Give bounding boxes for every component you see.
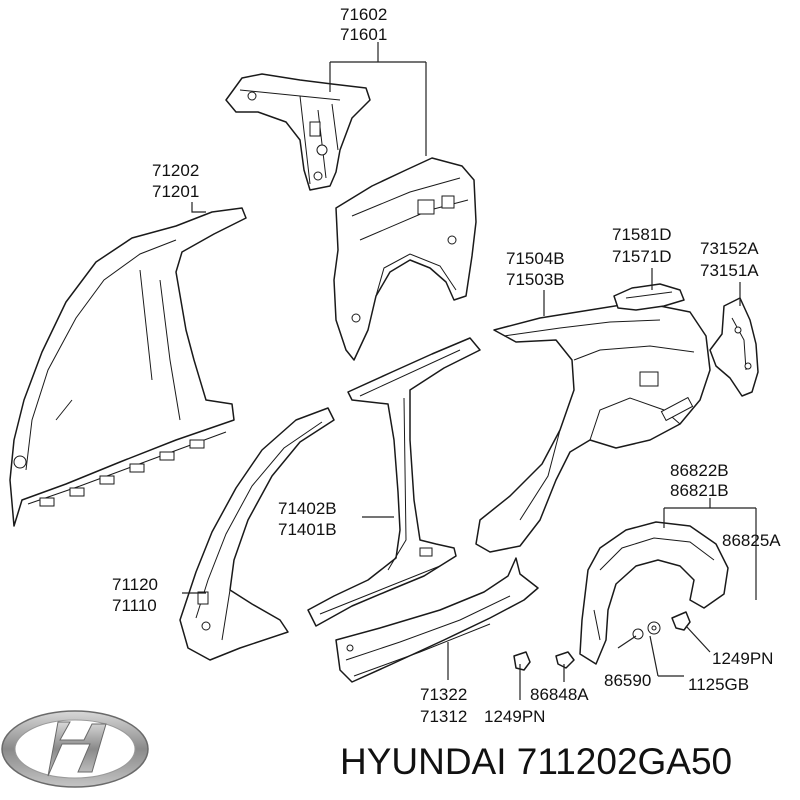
label-71601: 71601 <box>340 25 387 44</box>
label-71312: 71312 <box>420 707 467 726</box>
label-86590: 86590 <box>604 671 651 690</box>
label-71504b: 71504B <box>506 249 565 268</box>
center-pillar-part <box>307 337 481 627</box>
label-86821b: 86821B <box>670 481 729 500</box>
clip-fastener-1249pn-bottom <box>513 651 531 671</box>
label-71202: 71202 <box>152 161 199 180</box>
label-71401b: 71401B <box>278 520 337 539</box>
label-1249pn-right: 1249PN <box>712 649 773 668</box>
clip-fastener-1249pn-right <box>671 611 691 631</box>
label-73151a: 73151A <box>700 261 759 280</box>
label-71110: 71110 <box>112 596 157 615</box>
label-71503b: 71503B <box>506 270 565 289</box>
label-71602: 71602 <box>340 5 387 24</box>
label-71201: 71201 <box>152 182 199 201</box>
rear-pillar-inner-upper-part <box>225 73 371 191</box>
label-71402b: 71402B <box>278 499 337 518</box>
rear-wheelhouse-inner-part <box>333 157 477 361</box>
washer-1125gb <box>647 621 661 635</box>
front-pillar-inner-part <box>179 407 335 661</box>
hyundai-logo-icon <box>1 710 149 788</box>
rear-bracket-part <box>709 297 759 397</box>
label-73152a: 73152A <box>700 239 759 258</box>
quarter-reinforcement-part <box>613 283 685 311</box>
brand-caption: HYUNDAI 711202GA50 <box>340 741 732 782</box>
label-71581d: 71581D <box>612 225 672 244</box>
label-1249pn-bottom: 1249PN <box>484 707 545 726</box>
label-71120: 71120 <box>112 575 158 594</box>
side-outer-panel-part <box>9 207 247 527</box>
quarter-panel-outer-part <box>475 301 711 553</box>
clip-fastener-86848a <box>555 651 575 669</box>
leader-lines <box>182 42 757 700</box>
wheel-guard-part <box>579 521 729 665</box>
label-86822b: 86822B <box>670 461 729 480</box>
label-86848a: 86848A <box>530 685 589 704</box>
label-86825a: 86825A <box>722 531 781 550</box>
label-71322: 71322 <box>420 685 467 704</box>
side-sill-part <box>335 557 539 683</box>
label-1125gb: 1125GB <box>688 675 749 694</box>
label-71571d: 71571D <box>612 247 672 266</box>
